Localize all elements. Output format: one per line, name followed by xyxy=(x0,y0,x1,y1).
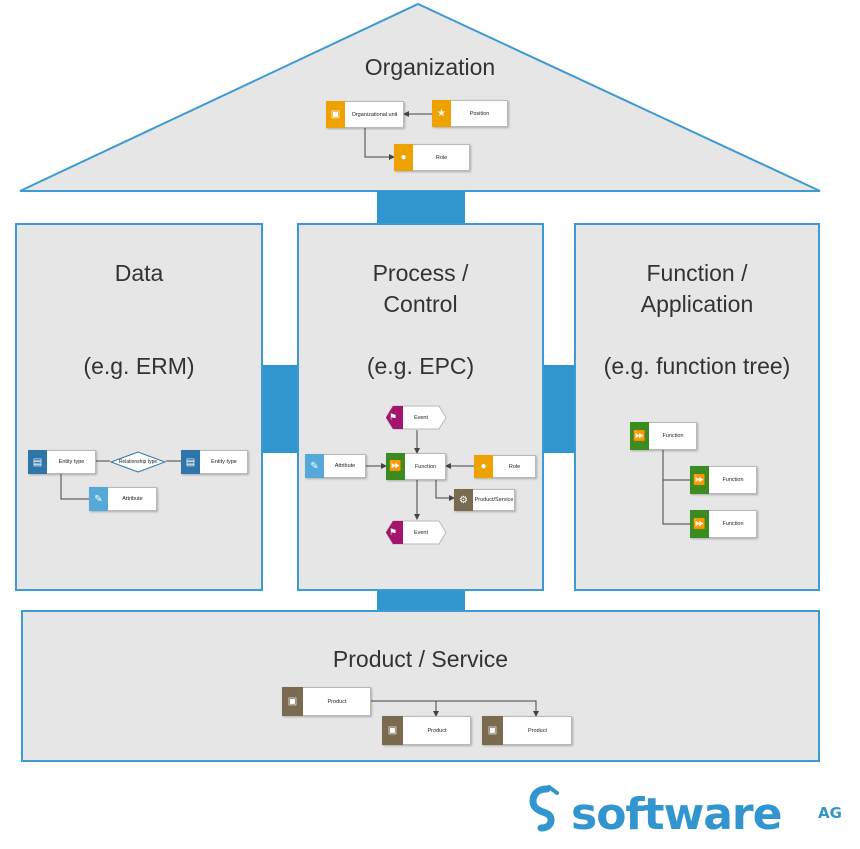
connector-data-process xyxy=(261,365,299,453)
node-label: Attribute xyxy=(334,463,356,469)
node-function-process[interactable]: ⏩ Function xyxy=(386,453,446,480)
box-icon: ▣ xyxy=(382,716,403,745)
node-entity-type-left[interactable]: ▤ Entity type xyxy=(28,450,96,474)
data-example: (e.g. ERM) xyxy=(83,353,195,379)
flag-icon: ⚑ xyxy=(389,527,398,537)
process-example: (e.g. EPC) xyxy=(366,353,475,379)
connector-process-function xyxy=(542,365,576,453)
person-icon: ● xyxy=(394,144,413,171)
logo-suffix: AG xyxy=(818,804,842,822)
node-label: Function xyxy=(414,463,437,470)
process-title-line2: Control xyxy=(383,291,458,317)
edge-functree-child2 xyxy=(662,480,690,525)
node-label: Function xyxy=(722,521,744,527)
relationship-diamond-icon xyxy=(110,451,166,473)
connector-roof-process xyxy=(377,191,465,224)
org-unit-icon: ▣ xyxy=(326,101,345,128)
node-label: Organizational unit xyxy=(351,111,398,118)
node-event-top[interactable]: ⚑ Event xyxy=(386,405,447,430)
node-attribute-process[interactable]: ✎ Attribute xyxy=(305,454,366,478)
function-icon: ⏩ xyxy=(690,466,709,494)
function-icon: ⏩ xyxy=(630,422,649,450)
node-organizational-unit[interactable]: ▣ Organizational unit xyxy=(326,101,404,128)
node-entity-type-right[interactable]: ▤ Entity type xyxy=(181,450,248,474)
organization-title: Organization xyxy=(364,54,496,80)
node-position[interactable]: ★ Position xyxy=(432,100,508,127)
node-label: Function xyxy=(662,433,684,439)
logo-wordmark: software xyxy=(571,789,782,840)
event-hexagon-icon xyxy=(386,520,447,545)
node-function-root[interactable]: ⏩ Function xyxy=(630,422,697,450)
edge-function-product xyxy=(435,479,455,501)
function-icon: ⏩ xyxy=(690,510,709,538)
function-icon: ⏩ xyxy=(386,453,405,480)
node-label: Product xyxy=(528,727,547,734)
attribute-icon: ✎ xyxy=(305,454,324,478)
product-title: Product / Service xyxy=(332,646,509,672)
node-relationship-type[interactable]: Relationship type xyxy=(110,451,166,473)
node-product-child2[interactable]: ▣ Product xyxy=(482,716,572,745)
software-ag-logo-icon xyxy=(529,785,559,832)
node-function-child2[interactable]: ⏩ Function xyxy=(690,510,757,538)
node-role-process[interactable]: ● Role xyxy=(474,455,536,478)
edge-product-child1 xyxy=(371,700,439,717)
attribute-icon: ✎ xyxy=(89,487,108,511)
data-panel: Data (e.g. ERM) xyxy=(15,223,263,591)
node-function-child1[interactable]: ⏩ Function xyxy=(690,466,757,494)
node-label: Role xyxy=(508,463,521,470)
box-icon: ▣ xyxy=(282,687,303,716)
node-event-bottom[interactable]: ⚑ Event xyxy=(386,520,447,545)
node-label: Event xyxy=(413,529,429,536)
node-product-child1[interactable]: ▣ Product xyxy=(382,716,471,745)
node-label: Product/Service xyxy=(474,497,514,503)
node-label: Product xyxy=(427,727,447,734)
flag-icon: ⚑ xyxy=(389,412,398,422)
node-label: Entity type xyxy=(211,459,237,465)
process-title-line1: Process / xyxy=(372,260,469,286)
edge-product-child2 xyxy=(436,700,539,717)
entity-icon: ▤ xyxy=(181,450,200,474)
node-label: Attribute xyxy=(122,496,143,502)
node-label: Event xyxy=(413,414,429,421)
box-icon: ▣ xyxy=(482,716,503,745)
edge-entity-attribute xyxy=(60,474,89,500)
node-role[interactable]: ● Role xyxy=(394,144,470,171)
edge-functree-child1 xyxy=(662,450,690,481)
node-label: Function xyxy=(722,477,744,483)
function-example: (e.g. function tree) xyxy=(603,353,791,379)
person-icon: ● xyxy=(474,455,493,478)
node-label: Product xyxy=(327,698,347,705)
node-label: Role xyxy=(435,154,448,161)
node-label: Relationship type xyxy=(118,459,158,465)
product-service-icon: ⚙ xyxy=(454,489,473,511)
node-label: Entity type xyxy=(58,459,85,465)
node-attribute-data[interactable]: ✎ Attribute xyxy=(89,487,157,511)
data-title: Data xyxy=(114,260,164,286)
node-product-root[interactable]: ▣ Product xyxy=(282,687,371,716)
position-icon: ★ xyxy=(432,100,451,127)
connector-process-product xyxy=(377,590,465,612)
node-label: Position xyxy=(469,110,490,117)
entity-icon: ▤ xyxy=(28,450,47,474)
function-title-line2: Application xyxy=(640,291,754,317)
function-title-line1: Function / xyxy=(646,260,748,286)
node-product-service[interactable]: ⚙ Product/Service xyxy=(454,489,515,511)
event-hexagon-icon xyxy=(386,405,447,430)
edge-orgunit-role xyxy=(364,127,395,160)
